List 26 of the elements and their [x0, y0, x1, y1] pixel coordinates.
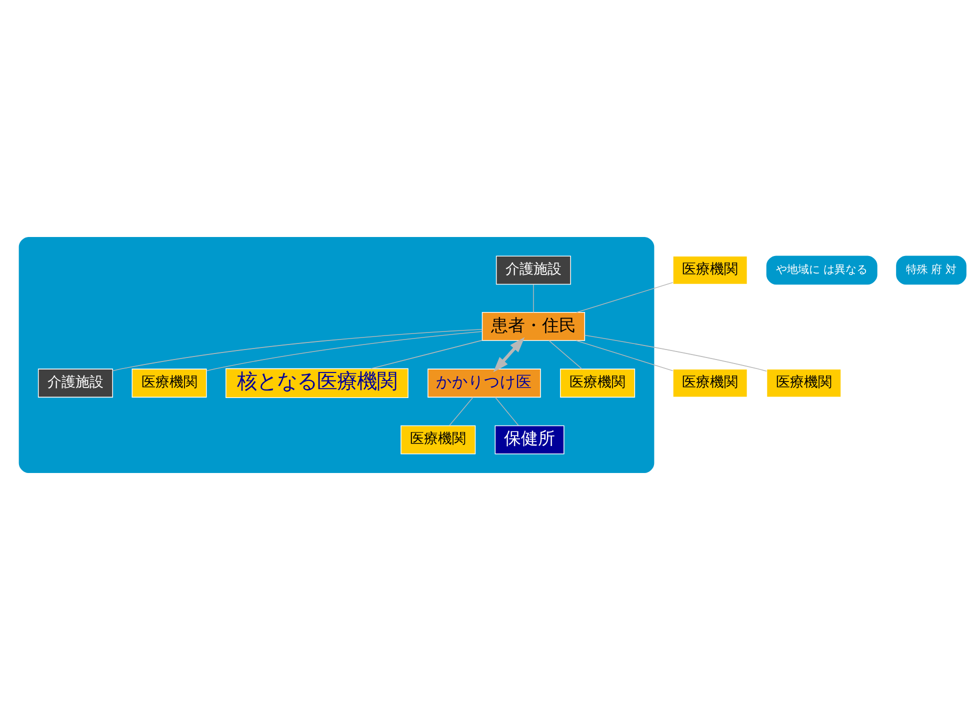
connector	[576, 340, 674, 372]
node-box: 医療機関	[400, 425, 476, 454]
connector	[584, 334, 767, 372]
connector	[112, 329, 482, 372]
node-box: 患者・住民	[482, 312, 586, 341]
node-box: 核となる医療機関	[226, 368, 408, 398]
connector	[370, 340, 483, 369]
connector	[576, 282, 674, 313]
node-box: 医療機関	[132, 368, 207, 398]
connector	[449, 396, 474, 426]
node-box: 介護施設	[496, 256, 571, 285]
arrow	[493, 337, 525, 372]
node-box: 医療機関	[672, 256, 748, 285]
node-box: 医療機関	[560, 368, 636, 398]
connector	[548, 340, 582, 370]
node-box: 介護施設	[38, 368, 113, 398]
connector	[533, 284, 534, 313]
label: 特殊 府 対	[906, 263, 957, 276]
connector	[494, 396, 519, 426]
node-box: 医療機関	[672, 368, 748, 398]
node-box: かかりつけ医	[428, 368, 541, 398]
node-box: 保健所	[494, 425, 564, 454]
connector	[206, 331, 483, 372]
label: や地域に は異なる	[776, 263, 868, 276]
node-box: 医療機関	[766, 368, 842, 398]
cluster	[18, 237, 654, 473]
